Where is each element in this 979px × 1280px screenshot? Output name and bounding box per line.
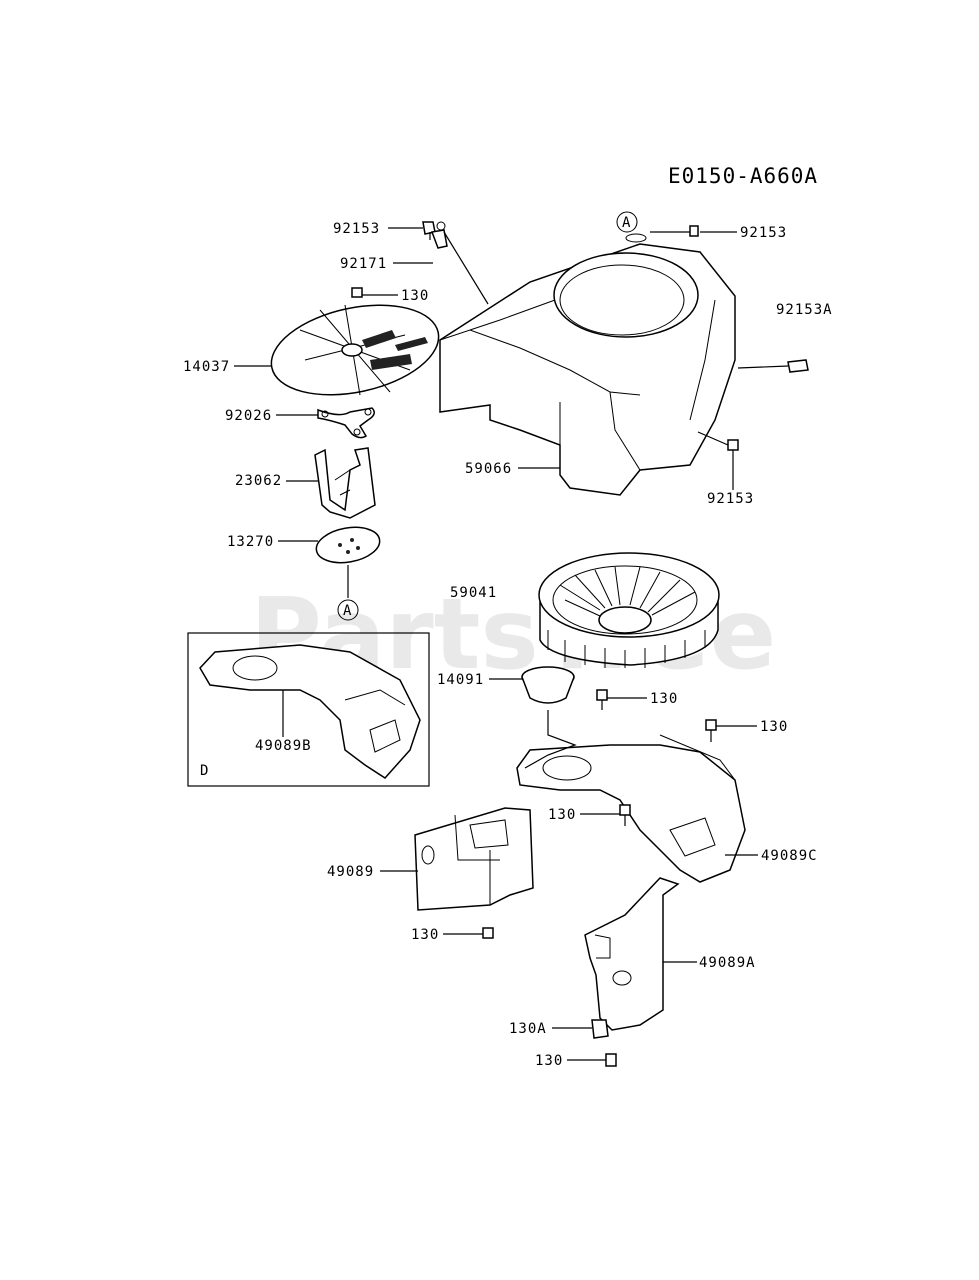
ref-marker-a-upper: A [616,211,638,233]
bolt-92153-top-right [689,225,699,237]
diagram-code: E0150-A660A [668,164,818,188]
svg-text:A: A [343,603,352,619]
inset-box-d: D [187,632,430,787]
plate-13270 [315,526,381,564]
label-49089c: 49089C [761,848,818,864]
bolt-130-center [619,804,631,826]
clip-92171 [430,221,448,249]
bolt-92153-bottom-right [727,439,739,451]
label-59066: 59066 [465,461,512,477]
label-130a: 130A [509,1021,547,1037]
label-130-center: 130 [548,807,576,823]
bolt-130-mid [596,689,608,710]
svg-text:A: A [622,215,631,231]
bolt-130a [591,1019,609,1039]
label-49089: 49089 [327,864,374,880]
bolt-92153a [787,359,809,373]
plate-92026 [317,407,375,439]
label-92171: 92171 [340,256,387,272]
blower-housing-59066 [439,233,736,496]
baffle-49089c [516,734,746,883]
label-130-bottom: 130 [535,1053,563,1069]
cup-14091 [521,666,575,704]
bolt-130-top [351,287,363,298]
label-14037: 14037 [183,359,230,375]
label-23062: 23062 [235,473,282,489]
shield-49089a [584,877,680,1031]
label-49089b: 49089B [255,738,312,754]
fan-screen-14037 [270,304,440,396]
bracket-23062 [314,447,376,519]
label-92153-top-right: 92153 [740,225,787,241]
label-130-mid: 130 [650,691,678,707]
bolt-130-right [705,719,717,742]
label-59041: 59041 [450,585,497,601]
label-92153a: 92153A [776,302,833,318]
label-13270: 13270 [227,534,274,550]
bolt-130-lower-left [482,927,494,939]
label-130-top: 130 [401,288,429,304]
shield-49089 [414,807,534,911]
label-130-lower-left: 130 [411,927,439,943]
label-92153-bottom-right: 92153 [707,491,754,507]
label-49089a: 49089A [699,955,756,971]
flywheel-fan-59041 [538,552,720,668]
label-14091: 14091 [437,672,484,688]
label-130-right: 130 [760,719,788,735]
inset-letter: D [200,763,209,779]
leader-lines [234,227,789,1061]
ref-marker-a-lower: A [337,565,359,621]
label-92026: 92026 [225,408,272,424]
label-92153-top-left: 92153 [333,221,380,237]
bolt-130-bottom [605,1053,617,1067]
